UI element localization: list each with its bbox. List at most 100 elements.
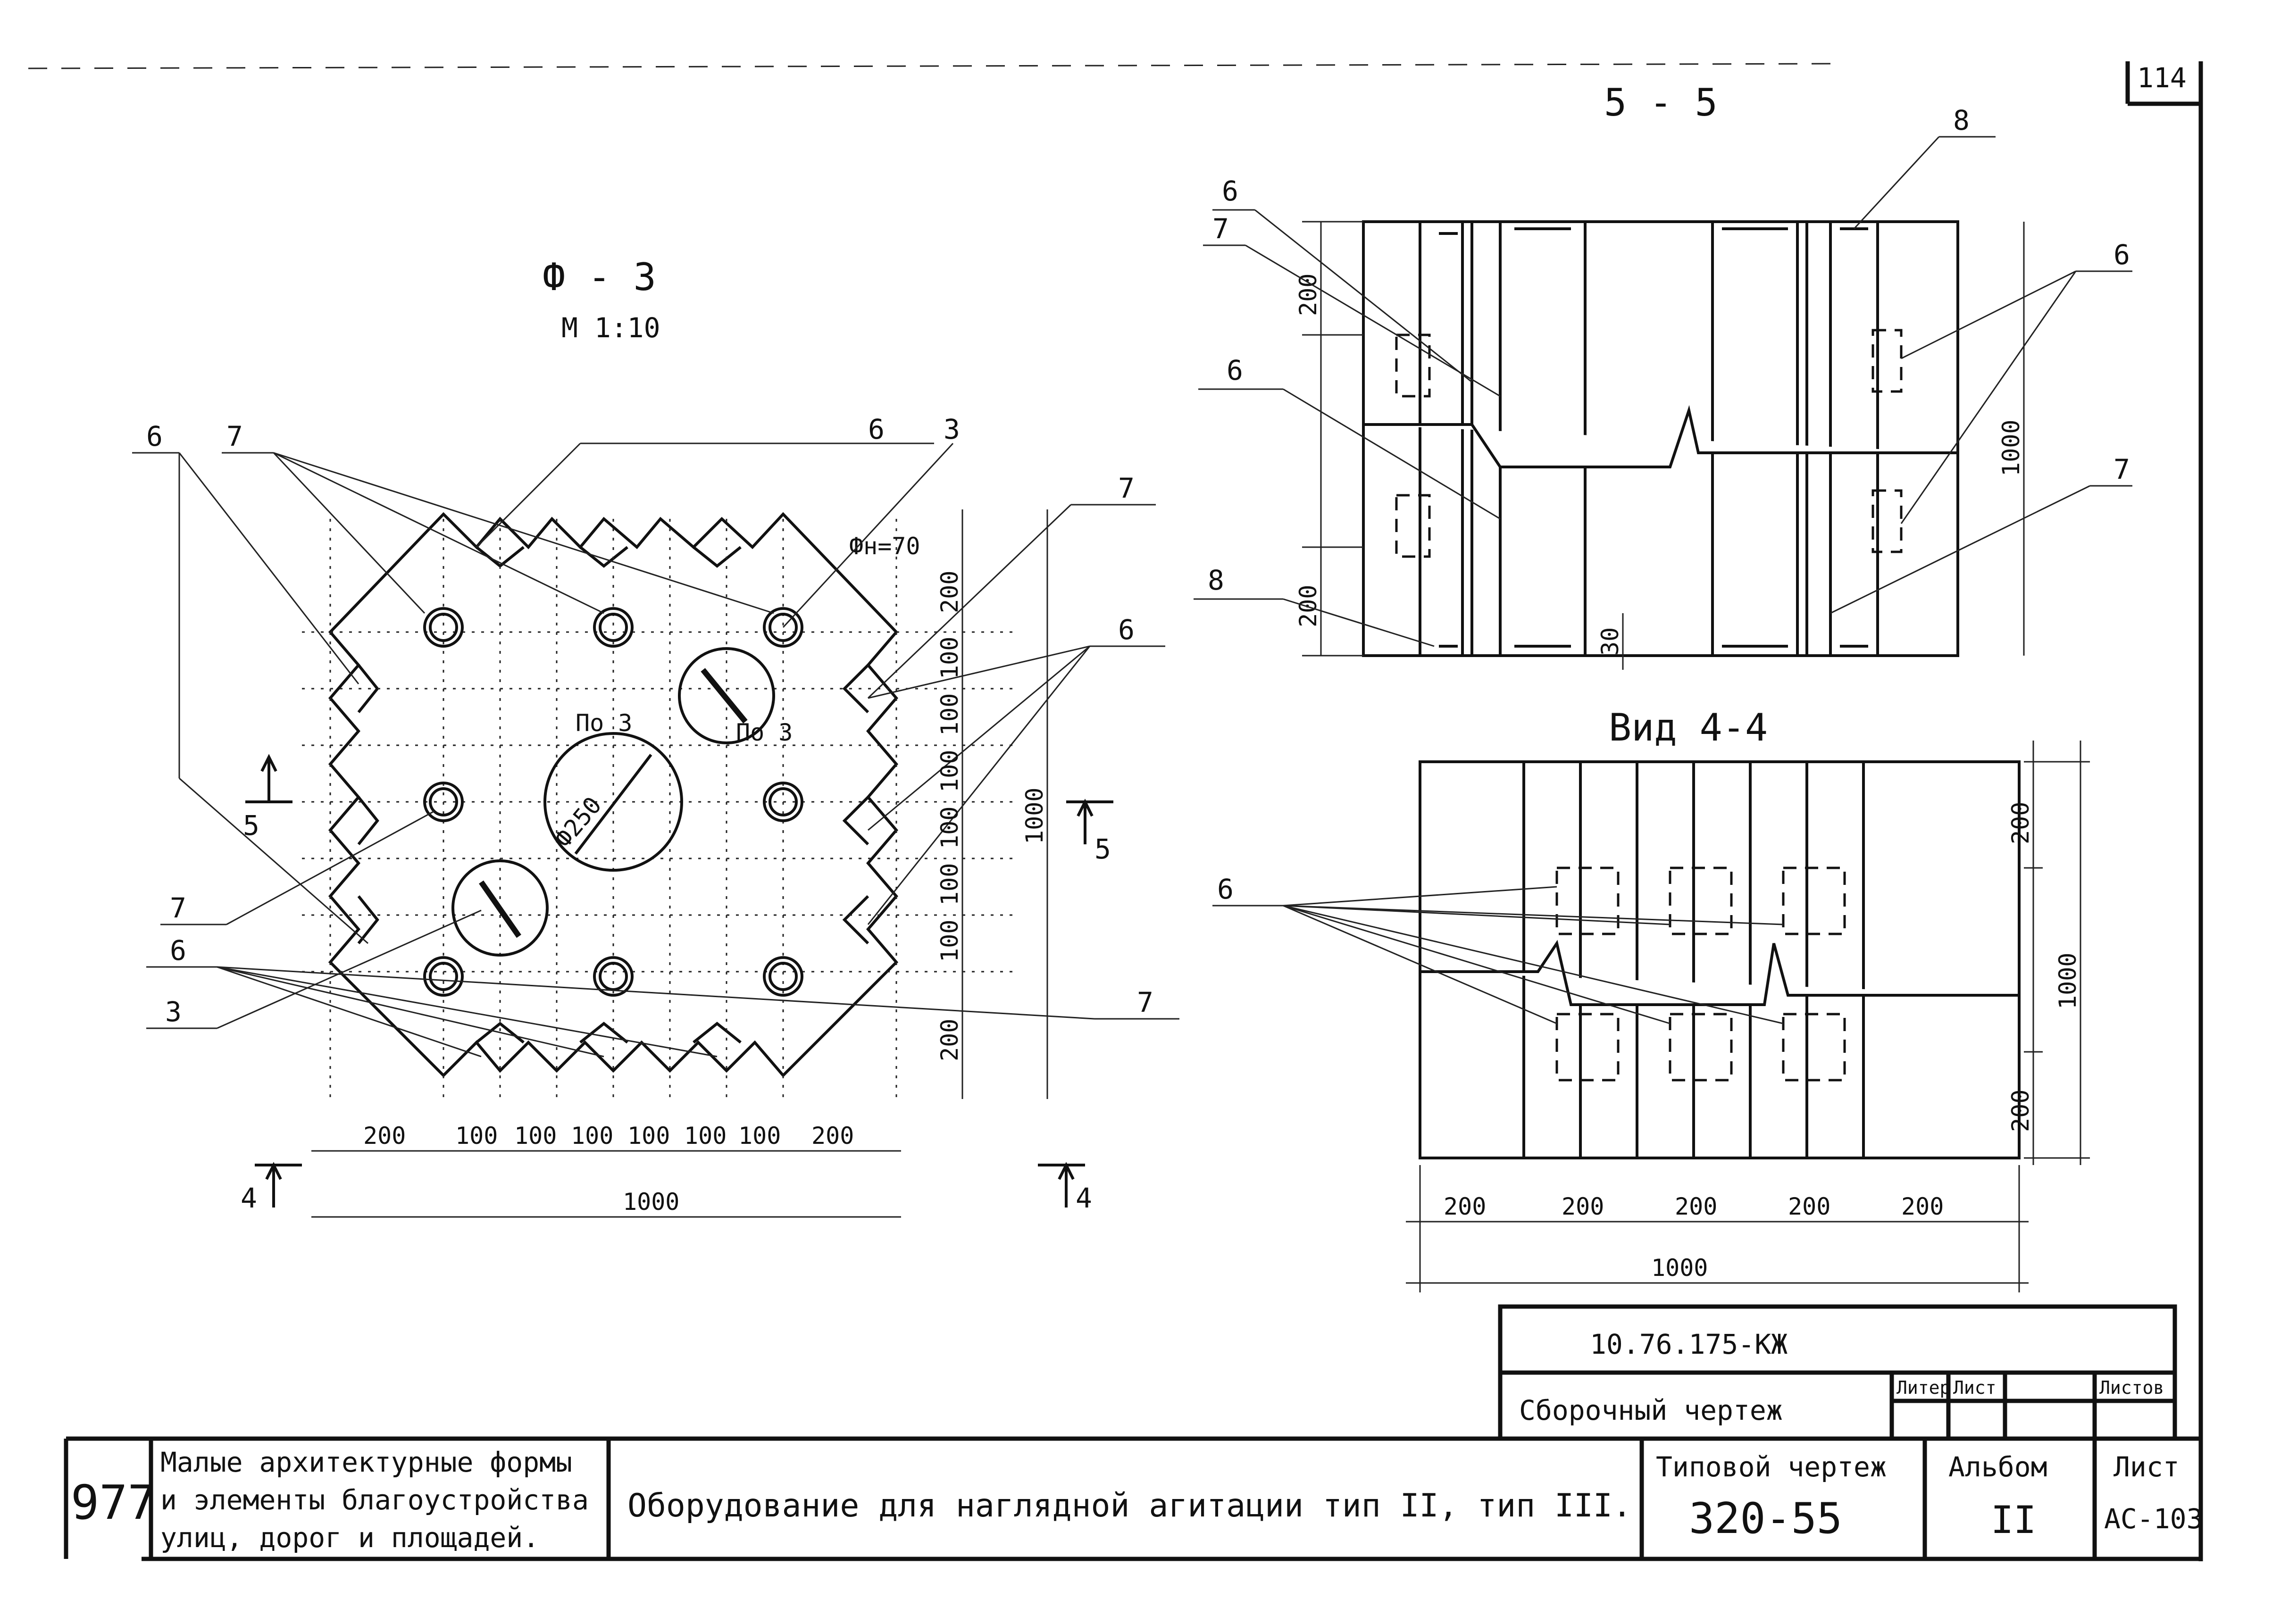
- section-5-5-dim-values: 200 200 1000 30: [1295, 274, 2025, 656]
- plan-callout-7c: 7: [170, 892, 186, 924]
- section-5-5-break: [1363, 405, 1958, 468]
- dim-bottom-0: 200: [363, 1122, 406, 1149]
- view44-dim-bottom-2: 200: [1675, 1193, 1717, 1220]
- footer-number: 977: [71, 1475, 156, 1530]
- small-holes: [423, 607, 803, 997]
- view44-dim-right-0: 200: [2007, 802, 2034, 844]
- dim-right-4: 100: [936, 807, 963, 849]
- plan-callout-3a: 3: [944, 413, 960, 445]
- section55-callout-7b: 7: [2114, 453, 2130, 485]
- plan-callout-3b: 3: [165, 996, 182, 1028]
- section55-dim-3: 30: [1596, 627, 1624, 656]
- large-openings: [451, 647, 775, 957]
- plan-callout-7d: 7: [1137, 986, 1153, 1018]
- view-4-4-dim-values: 200 200 200 200 200 1000 200 1000 200: [1444, 802, 2081, 1282]
- stamp-col-litera: Литер: [1896, 1377, 1950, 1398]
- section55-dim-0: 200: [1295, 274, 1322, 316]
- section55-callout-6c: 6: [2114, 239, 2130, 271]
- dim-right-5: 100: [936, 863, 963, 906]
- plan-callout-7a: 7: [226, 420, 243, 452]
- section-5-5-fasteners: [1439, 227, 1868, 648]
- dim-right-0: 200: [936, 571, 963, 613]
- plan-leaders: [132, 442, 1179, 1058]
- section-mark-4-right: 4: [1076, 1182, 1092, 1214]
- dim-right-1: 100: [936, 637, 963, 679]
- footer-category-line-1: Малые архитектурные формы: [160, 1446, 572, 1478]
- section-mark-5-left: 5: [243, 809, 259, 841]
- footer-typical-value: 320-55: [1689, 1494, 1842, 1543]
- section-ref-a: По 3: [576, 709, 632, 737]
- plan-callout-6b: 6: [868, 413, 885, 445]
- view44-dim-right-2: 200: [2007, 1090, 2034, 1132]
- view44-dim-total: 1000: [1651, 1254, 1708, 1282]
- plan-view: Ф - 3 М 1:10: [132, 255, 1179, 1218]
- dim-bottom-7: 200: [811, 1122, 854, 1149]
- sheet-corner-number: 114: [2137, 62, 2187, 94]
- stamp-col-list: Лист: [1953, 1377, 1997, 1398]
- footer-category-line-2: и элементы благоустройства: [160, 1484, 589, 1516]
- footer-sheet-value: АС-103: [2104, 1503, 2203, 1535]
- sheet-frame: [28, 61, 2203, 1561]
- section-mark-4-left: 4: [241, 1182, 257, 1214]
- section-5-5-leaders: [1194, 136, 2132, 647]
- plan-dim-right: [961, 509, 1048, 1099]
- footer-album-value: II: [1991, 1498, 2036, 1542]
- section-5-5-hidden: [1395, 329, 1903, 558]
- dim-bottom-6: 100: [738, 1122, 781, 1149]
- section55-callout-6a: 6: [1222, 175, 1238, 207]
- section55-callout-6b: 6: [1227, 354, 1243, 386]
- dim-bottom-5: 100: [684, 1122, 727, 1149]
- plan-scale: М 1:10: [561, 312, 660, 344]
- plan-callout-6a: 6: [146, 420, 163, 452]
- plan-callout-6c: 6: [1118, 614, 1135, 646]
- footer-category-line-3: улиц, дорог и площадей.: [160, 1522, 539, 1554]
- plan-callout-6d: 6: [170, 934, 186, 966]
- view-4-4-boards: [1522, 762, 1865, 1158]
- section-5-5: 5 - 5: [1194, 81, 2132, 670]
- section-5-5-callouts: 8 6 7 6 8 6 7: [1208, 104, 2130, 596]
- dim-bottom-total: 1000: [623, 1188, 679, 1216]
- dim-right-7: 200: [936, 1019, 963, 1061]
- section55-callout-8a: 8: [1953, 104, 1970, 136]
- dim-right-total: 1000: [1021, 788, 1048, 844]
- dim-bottom-4: 100: [627, 1122, 670, 1149]
- footer-sheet-label: Лист: [2114, 1451, 2180, 1483]
- section-mark-5-right: 5: [1094, 833, 1111, 865]
- section-marks: [245, 754, 1113, 1208]
- view-4-4: Вид 4-4 6: [1212, 706, 2090, 1292]
- view44-dim-bottom-1: 200: [1562, 1193, 1604, 1220]
- dim-bottom-1: 100: [455, 1122, 498, 1149]
- view-4-4-callout-6: 6: [1217, 873, 1234, 905]
- view-4-4-hidden: [1555, 866, 1846, 1082]
- view44-dim-bottom-3: 200: [1788, 1193, 1830, 1220]
- plan-dim-bottom-values: 200 100 100 100 100 100 100 200 1000: [363, 1122, 854, 1216]
- view-4-4-title: Вид 4-4: [1609, 706, 1768, 750]
- footer-title: Оборудование для наглядной агитации тип …: [627, 1487, 1632, 1524]
- section55-dim-2: 1000: [1997, 420, 2025, 476]
- plan-dim-right-values: 200 100 100 100 100 100 100 200 1000: [936, 571, 1048, 1061]
- section55-dim-1: 200: [1295, 585, 1322, 627]
- section-ref-b: По 3: [736, 719, 793, 746]
- section-5-5-dims: [1302, 221, 2025, 670]
- dim-right-2: 100: [936, 693, 963, 736]
- dim-bottom-2: 100: [514, 1122, 557, 1149]
- stamp-col-listov: Листов: [2099, 1377, 2164, 1398]
- dim-right-3: 100: [936, 750, 963, 792]
- view44-dim-bottom-0: 200: [1444, 1193, 1486, 1220]
- view-4-4-leaders: [1212, 886, 1784, 1024]
- view44-dim-right-1: 1000: [2054, 953, 2081, 1009]
- section-5-5-title: 5 - 5: [1604, 81, 1718, 125]
- stamp-code: 10.76.175-КЖ: [1590, 1328, 1788, 1360]
- plan-title: Ф - 3: [543, 255, 656, 299]
- dim-bottom-3: 100: [571, 1122, 613, 1149]
- view44-dim-bottom-4: 200: [1901, 1193, 1944, 1220]
- plan-callout-7b: 7: [1118, 472, 1135, 504]
- small-hole-dia-label: Фн=70: [849, 533, 920, 560]
- footer-typical-label: Типовой чертеж: [1656, 1451, 1887, 1483]
- view-4-4-dims: [1406, 741, 2090, 1292]
- dim-right-6: 100: [936, 920, 963, 962]
- section55-callout-7a: 7: [1212, 213, 1229, 245]
- stamp-drawing-name: Сборочный чертеж: [1519, 1394, 1783, 1426]
